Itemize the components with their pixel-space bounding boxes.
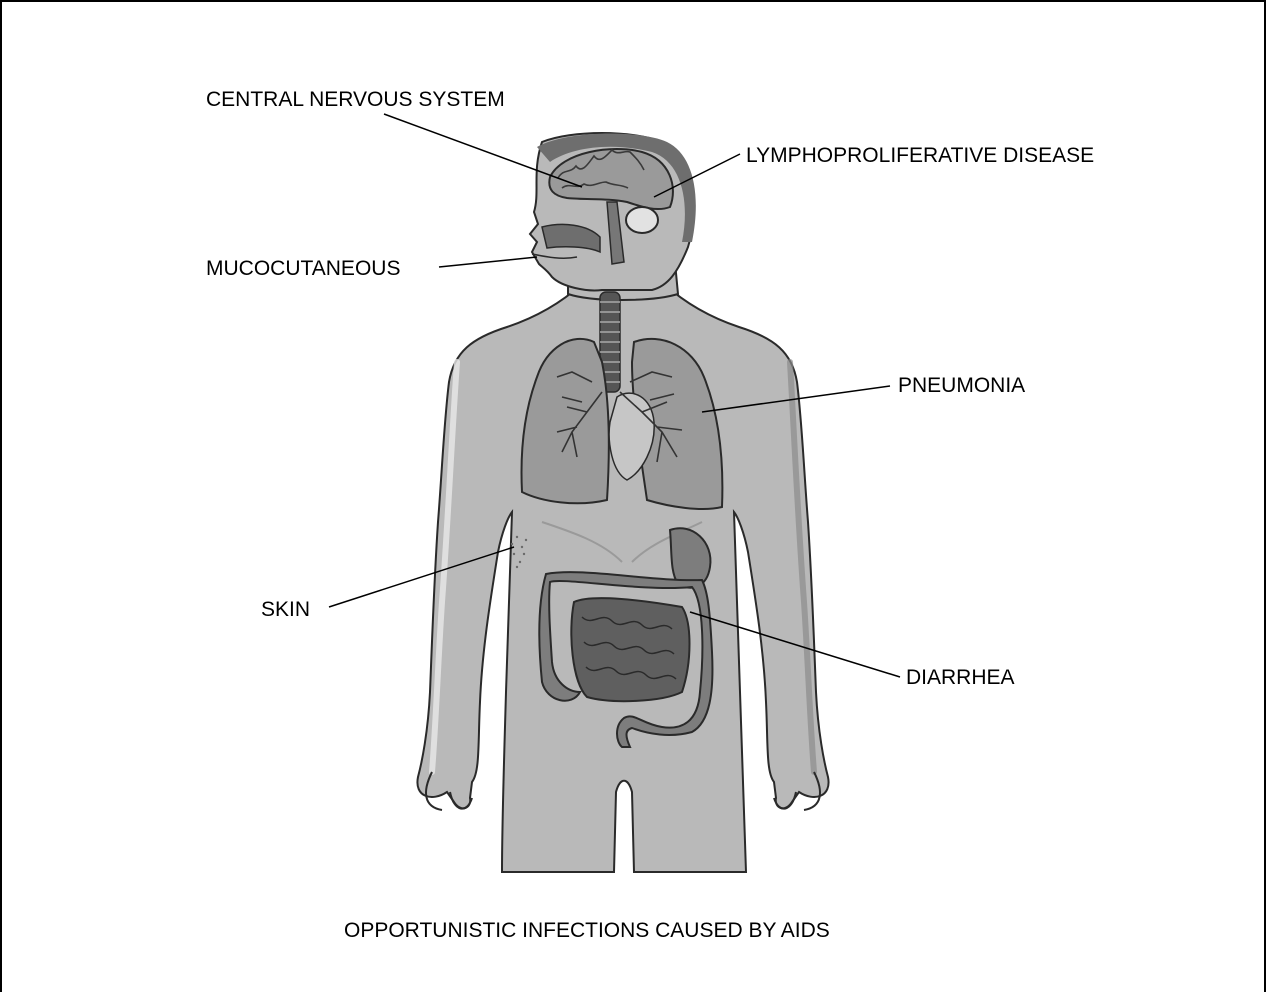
small-intestine (571, 598, 689, 701)
label-pneumonia: PNEUMONIA (898, 374, 1025, 398)
label-lymphoproliferative-disease: LYMPHOPROLIFERATIVE DISEASE (746, 144, 1094, 168)
cerebellum (626, 207, 658, 233)
label-central-nervous-system: CENTRAL NERVOUS SYSTEM (206, 88, 505, 112)
label-skin: SKIN (261, 598, 310, 622)
label-mucocutaneous: MUCOCUTANEOUS (206, 257, 400, 281)
head (530, 133, 696, 290)
figure-caption: OPPORTUNISTIC INFECTIONS CAUSED BY AIDS (344, 919, 830, 943)
leader-muco (439, 257, 537, 267)
label-diarrhea: DIARRHEA (906, 666, 1015, 690)
body-silhouette (417, 252, 828, 872)
